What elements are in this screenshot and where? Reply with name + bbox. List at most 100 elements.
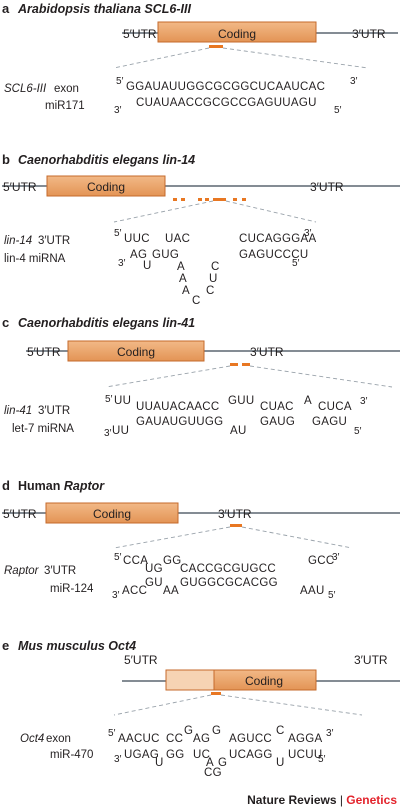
panel-d-coding-label: Coding — [93, 507, 131, 521]
panel-a-mirna-label: miR171 — [45, 100, 85, 112]
panel-b-site-3 — [198, 198, 202, 201]
panel-e-target-label-rest: exon — [46, 733, 71, 745]
panel-e-prime3-bottom: 3′ — [114, 754, 122, 765]
panel-d-target-label-italic: Raptor — [4, 565, 40, 577]
panel-d-title: Human Raptor — [18, 479, 105, 493]
panel-b-prime3-bottom: 3′ — [118, 258, 126, 269]
panel-c-top-c: GUU — [228, 395, 254, 407]
panel-b-bulge-u: U — [143, 260, 152, 272]
panel-c-prime3-bottom: 3′ — [104, 428, 112, 439]
panel-b-loop-4: C — [192, 295, 201, 307]
panel-d-bot-a: ACC — [122, 585, 147, 597]
panel-e-top-e: AGGA — [288, 733, 322, 745]
panel-c-zoom-right — [249, 365, 393, 388]
panel-d-utr5: 5′UTR — [3, 507, 37, 521]
panel-b-site-1 — [173, 198, 177, 201]
panel-b-top-c: CUCAGGGAA — [239, 233, 316, 245]
panel-b-zoom-left — [113, 200, 214, 223]
panel-c-utr5: 5′UTR — [27, 345, 61, 359]
panel-a-prime3-top: 3′ — [350, 76, 358, 87]
panel-e-coding-box — [213, 669, 317, 691]
panel-a-target-label-rest: exon — [54, 83, 79, 95]
panel-b-prime5-bottom: 5′ — [292, 258, 300, 269]
panel-a-prime5-bottom: 5′ — [334, 105, 342, 116]
panel-e-bot-u1: U — [155, 757, 164, 769]
panel-e-letter: e — [2, 638, 9, 653]
panel-e-zoom-left — [113, 694, 212, 716]
panel-a-target-site — [209, 45, 223, 48]
panel-d-prime3-top: 3′ — [332, 552, 340, 563]
panel-d-prime5-bottom: 5′ — [328, 590, 336, 601]
panel-d-letter: d — [2, 478, 10, 493]
panel-b-prime5-top: 5′ — [114, 228, 122, 239]
panel-b-site-7 — [242, 198, 246, 201]
panel-a-top-seq: GGAUAUUGGCGCGGCUCAAUCAC — [126, 81, 325, 93]
panel-e-coding-box-light — [165, 669, 215, 691]
panel-e-utr3: 3′UTR — [354, 653, 388, 667]
panel-a-prime5-top: 5′ — [116, 76, 124, 87]
panel-c-coding-box — [67, 340, 205, 362]
panel-d-utr3: 3′UTR — [218, 507, 252, 521]
panel-e-coding-label: Coding — [245, 674, 283, 688]
panel-b-site-2 — [181, 198, 185, 201]
panel-a: a Arabidopsis thaliana SCL6-III 5′UTR Co… — [2, 1, 398, 116]
panel-c-top-d: CUAC — [260, 401, 294, 413]
panel-e: e Mus musculus Oct4 5′UTR Coding 3′UTR O… — [2, 638, 400, 779]
panel-c-top-e: A — [304, 395, 312, 407]
panel-e-bot-u2: U — [276, 757, 285, 769]
footer-separator: | — [337, 793, 347, 807]
panel-b-loop-1: A — [177, 261, 185, 273]
panel-a-coding-box — [157, 21, 317, 43]
panel-c-bot-c: AU — [230, 425, 247, 437]
panel-b-utr5: 5′UTR — [3, 180, 37, 194]
panel-e-top-b: CC — [166, 733, 183, 745]
panel-a-utr5: 5′UTR — [123, 27, 157, 41]
panel-c-prime5-bottom: 5′ — [354, 426, 362, 437]
panel-c-title: Caenorhabditis elegans lin-41 — [18, 316, 195, 330]
panel-e-top-g1: G — [184, 725, 193, 737]
panel-b-loop-3: A — [182, 285, 190, 297]
panel-d-zoom-right — [241, 526, 353, 549]
panel-d-coding-box — [45, 502, 179, 524]
panel-e-title: Mus musculus Oct4 — [18, 639, 136, 653]
panel-b-target-label-rest: 3′UTR — [38, 235, 70, 247]
panel-b-site-6 — [233, 198, 237, 201]
panel-d-prime5-top: 5′ — [114, 552, 122, 563]
panel-e-target-label-italic: Oct4 — [20, 733, 44, 745]
panel-c-prime5-top: 5′ — [105, 394, 113, 405]
panel-d-bot-b: GU — [145, 577, 163, 589]
panel-c-mirna-label: let-7 miRNA — [12, 423, 74, 435]
panel-d-top-d: CACCGCGUGCC — [180, 563, 276, 575]
panel-c-top-a: UU — [114, 395, 131, 407]
panel-c-site-1 — [230, 363, 238, 366]
panel-b-site-4 — [205, 198, 209, 201]
panel-d-prime3-bottom: 3′ — [112, 590, 120, 601]
panel-b-letter: b — [2, 152, 10, 167]
panel-c-letter: c — [2, 315, 9, 330]
panel-e-zoom-right — [220, 694, 363, 716]
panel-c-site-2 — [242, 363, 250, 366]
footer-journal: Nature Reviews — [247, 793, 337, 807]
panel-b-top-a: UUC — [124, 233, 150, 245]
panel-a-letter: a — [2, 1, 10, 16]
panel-b-utr3: 3′UTR — [310, 180, 344, 194]
panel-b-coding-box — [46, 175, 166, 197]
panel-e-bot-g: G — [218, 757, 227, 769]
panel-c-top-f: CUCA — [318, 401, 352, 413]
panel-b-site-5 — [213, 198, 226, 201]
panel-e-prime5-top: 5′ — [108, 728, 116, 739]
panel-c-bot-b: GAUAUGUUGG — [136, 416, 223, 428]
footer-section: Genetics — [346, 793, 397, 807]
panel-d-title-italic: Raptor — [64, 479, 105, 493]
panel-e-utr5: 5′UTR — [124, 653, 158, 667]
panel-a-target-label-italic: SCL6-III — [4, 83, 47, 95]
panel-d-bot-d: GUGGCGCACGG — [180, 577, 278, 589]
panel-a-prime3-bottom: 3′ — [114, 105, 122, 116]
panel-d-top-c: GG — [163, 555, 182, 567]
panel-a-zoom-right — [222, 47, 369, 69]
panel-e-top-d: AGUCC — [229, 733, 272, 745]
panel-b-mirna-label: lin-4 miRNA — [4, 253, 66, 265]
panel-e-top-g2: G — [212, 725, 221, 737]
panel-d-top-b: UG — [145, 563, 163, 575]
